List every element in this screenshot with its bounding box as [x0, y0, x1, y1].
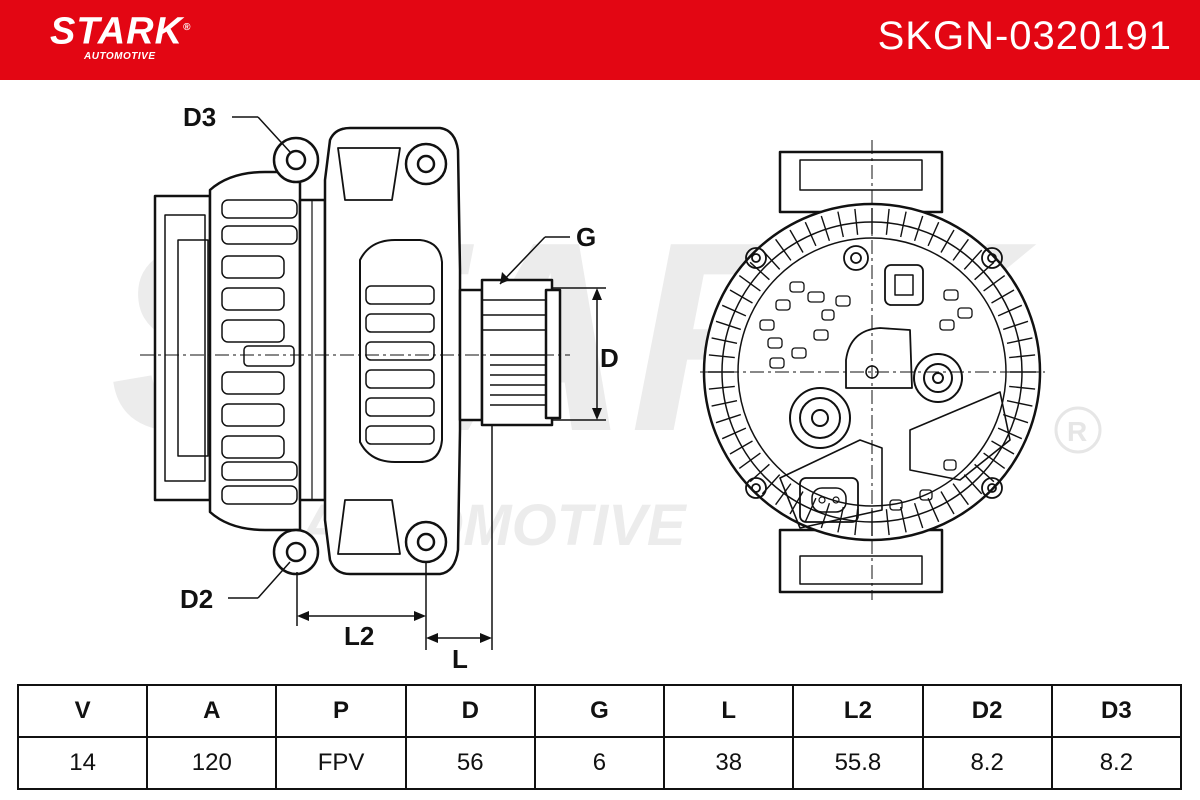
label-l2: L2 — [344, 621, 374, 651]
rim-fin — [749, 261, 770, 281]
spec-value-row: 14 120 FPV 56 6 38 55.8 8.2 8.2 — [16, 736, 1183, 790]
label-d3: D3 — [183, 102, 216, 132]
rim-fin — [789, 229, 804, 253]
label-l: L — [452, 644, 468, 674]
logo-sub-text: AUTOMOTIVE — [84, 50, 156, 62]
rim-fin — [804, 221, 817, 247]
rim-fin — [983, 275, 1006, 292]
rim-fin — [1002, 413, 1029, 424]
rim-fin — [711, 337, 738, 344]
spec-header-d2: D2 — [921, 684, 1053, 738]
spec-header-p: P — [275, 684, 407, 738]
rim-fin — [1009, 385, 1036, 390]
rim-fin — [729, 440, 753, 455]
spec-value-a: 120 — [146, 736, 278, 790]
spec-value-l2: 55.8 — [792, 736, 924, 790]
rim-fin — [940, 491, 955, 515]
rim-fin — [738, 275, 761, 292]
rim-fin — [721, 304, 747, 317]
spec-value-v: 14 — [16, 736, 149, 790]
rim-fin — [775, 483, 792, 506]
rim-fin — [913, 215, 924, 242]
rim-fin — [997, 427, 1023, 440]
spec-value-d: 56 — [404, 736, 536, 790]
stark-logo: STARK® AUTOMOTIVE — [50, 8, 191, 62]
svg-text:R: R — [1067, 416, 1087, 447]
rim-fin — [913, 502, 924, 529]
spec-value-g: 6 — [533, 736, 666, 790]
rim-fin — [952, 483, 969, 506]
rim-fin — [885, 208, 890, 235]
spec-table: V A P D G L L2 D2 D3 14 120 FPV 56 6 38 … — [16, 684, 1183, 790]
rim-fin — [820, 215, 831, 242]
spec-value-l: 38 — [663, 736, 795, 790]
rim-fin — [963, 474, 983, 495]
watermark-registered-icon: R — [1054, 406, 1102, 454]
rim-fin — [952, 238, 969, 261]
side-view — [140, 126, 570, 576]
rim-fin — [885, 509, 890, 536]
rim-fin — [837, 211, 844, 238]
rim-fin — [940, 229, 955, 253]
spec-header-l2: L2 — [792, 684, 924, 738]
rim-fin — [900, 211, 907, 238]
spec-header-row: V A P D G L L2 D2 D3 — [16, 684, 1183, 738]
rim-fin — [729, 289, 753, 304]
rim-fin — [974, 261, 995, 281]
spec-header-d3: D3 — [1050, 684, 1183, 738]
label-d2: D2 — [180, 584, 213, 614]
spec-value-d2: 8.2 — [921, 736, 1053, 790]
spec-header-g: G — [533, 684, 666, 738]
rim-fin — [963, 249, 983, 270]
rim-fin — [721, 427, 747, 440]
rim-fin — [991, 440, 1015, 455]
rim-fin — [738, 452, 761, 469]
logo-brand-text: STARK — [50, 10, 184, 53]
rim-fin — [983, 452, 1006, 469]
spec-header-v: V — [16, 684, 149, 738]
rim-fin — [715, 320, 742, 331]
rim-fin — [1006, 337, 1033, 344]
rim-fin — [804, 497, 817, 523]
rim-fin — [711, 400, 738, 407]
spec-header-d: D — [404, 684, 536, 738]
spec-header-l: L — [663, 684, 795, 738]
label-d: D — [600, 343, 619, 373]
rim-fin — [1006, 400, 1033, 407]
rim-fin — [708, 354, 735, 359]
rim-fin — [1002, 320, 1029, 331]
part-number: SKGN-0320191 — [877, 14, 1172, 58]
spec-value-d3: 8.2 — [1050, 736, 1183, 790]
rim-fin — [854, 208, 859, 235]
registered-mark: ® — [183, 22, 192, 33]
header-bar: STARK® AUTOMOTIVE SKGN-0320191 — [0, 0, 1200, 80]
rim-fin — [927, 497, 940, 523]
dimension-arrows — [297, 272, 602, 643]
rim-fin — [1009, 354, 1036, 359]
rim-fin — [991, 289, 1015, 304]
rim-fin — [775, 238, 792, 261]
rim-fin — [900, 506, 907, 533]
rim-fin — [708, 385, 735, 390]
spec-header-a: A — [146, 684, 278, 738]
alternator-drawing: STARK AUTOMOTIVE R — [110, 102, 1102, 674]
label-g: G — [576, 222, 596, 252]
rear-view — [700, 140, 1045, 600]
spec-value-p: FPV — [275, 736, 407, 790]
rim-fin — [927, 221, 940, 247]
rim-fin — [715, 413, 742, 424]
rim-fin — [820, 502, 831, 529]
rim-fin — [997, 304, 1023, 317]
